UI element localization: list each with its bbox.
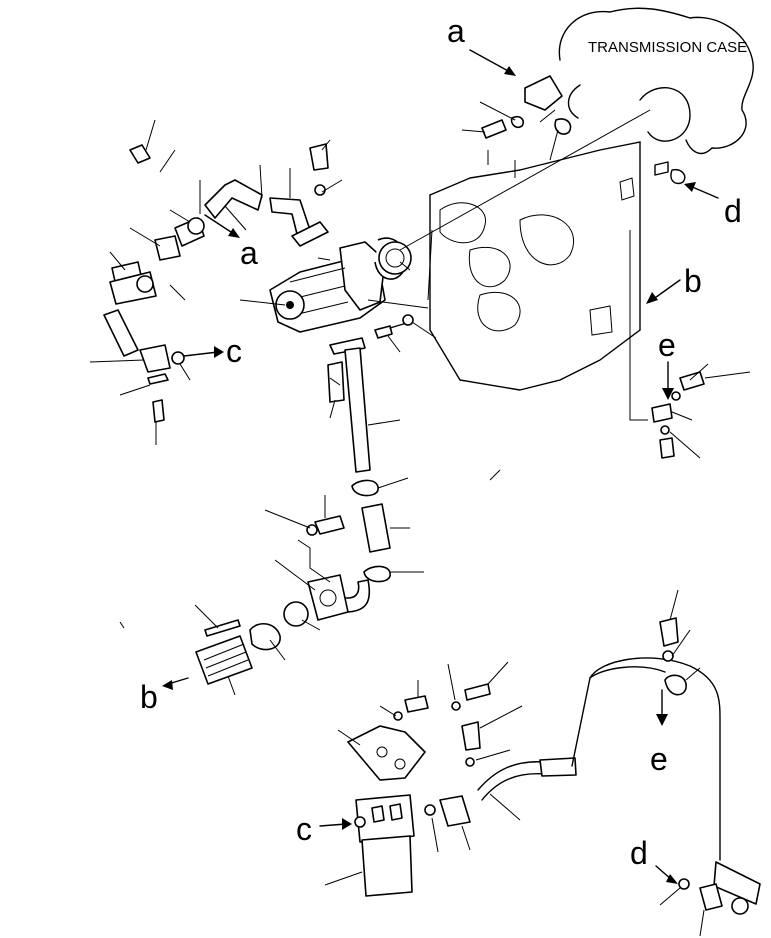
transmission-pump: [269, 237, 412, 333]
ref-label-b-strainer: b: [140, 679, 158, 715]
e-bracket: [651, 371, 705, 459]
transmission-case-label: TRANSMISSION CASE: [588, 39, 747, 56]
ref-label-a-pump: a: [240, 235, 258, 271]
transmission-case: [429, 7, 754, 421]
ref-label-e-case: e: [658, 327, 676, 363]
ref-label-d-hose: d: [630, 835, 648, 871]
filter-bracket: [347, 683, 491, 781]
top-bracket: [481, 75, 572, 139]
reference-arrows: [162, 49, 719, 884]
leader-lines: [89, 101, 751, 937]
long-hose: [477, 617, 761, 915]
ref-label-b-case: b: [684, 263, 702, 299]
oil-filter: [354, 794, 471, 897]
hose-assembly: [103, 143, 329, 423]
ref-label-d-case: d: [724, 193, 742, 229]
pump-bolts: [374, 314, 414, 339]
ref-label-e-hose: e: [650, 741, 668, 777]
ref-label-c-filter: c: [296, 811, 312, 847]
ref-label-a-top: a: [447, 13, 465, 49]
suction-pipe: [329, 337, 391, 613]
alignment-line: [399, 109, 651, 251]
strainer: [195, 574, 349, 685]
ref-label-c-hose: c: [226, 333, 242, 369]
